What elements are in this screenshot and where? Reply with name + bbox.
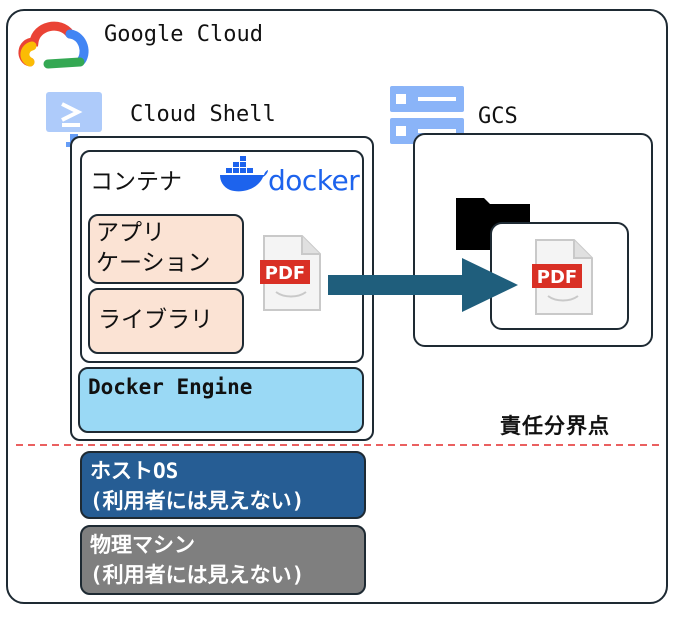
application-box: アプリ ケーション (88, 214, 244, 284)
physical-machine-box: 物理マシン (利用者には見えない) (80, 525, 366, 595)
google-cloud-logo-icon (18, 21, 89, 69)
upload-arrow-icon (328, 258, 518, 312)
gcs-title: GCS (478, 104, 518, 129)
pdf-label: PDF (265, 263, 305, 284)
responsibility-boundary-line (16, 444, 662, 446)
pdf-label-gcs: PDF (537, 267, 577, 288)
host-os-label: ホストOS (90, 459, 179, 483)
host-os-box: ホストOS (利用者には見えない) (80, 451, 366, 519)
cloud-shell-title: Cloud Shell (130, 102, 276, 127)
pdf-file-icon-gcs: PDF (532, 239, 593, 315)
google-cloud-title: Google Cloud (104, 22, 263, 47)
application-label-line2: ケーション (96, 250, 211, 276)
docker-whale-icon (220, 156, 268, 192)
container-label: コンテナ (90, 169, 182, 195)
physical-machine-note: (利用者には見えない) (90, 563, 305, 587)
application-label-line1: アプリ (96, 220, 165, 246)
physical-machine-label: 物理マシン (90, 533, 195, 557)
docker-engine-box: Docker Engine (78, 367, 364, 433)
responsibility-boundary-label: 責任分界点 (500, 414, 610, 438)
google-cloud-boundary (6, 9, 668, 604)
host-os-note: (利用者には見えない) (90, 489, 305, 513)
docker-logo-text: docker (268, 164, 360, 197)
library-box: ライブラリ (88, 288, 244, 354)
pdf-file-icon: PDF (260, 235, 321, 311)
